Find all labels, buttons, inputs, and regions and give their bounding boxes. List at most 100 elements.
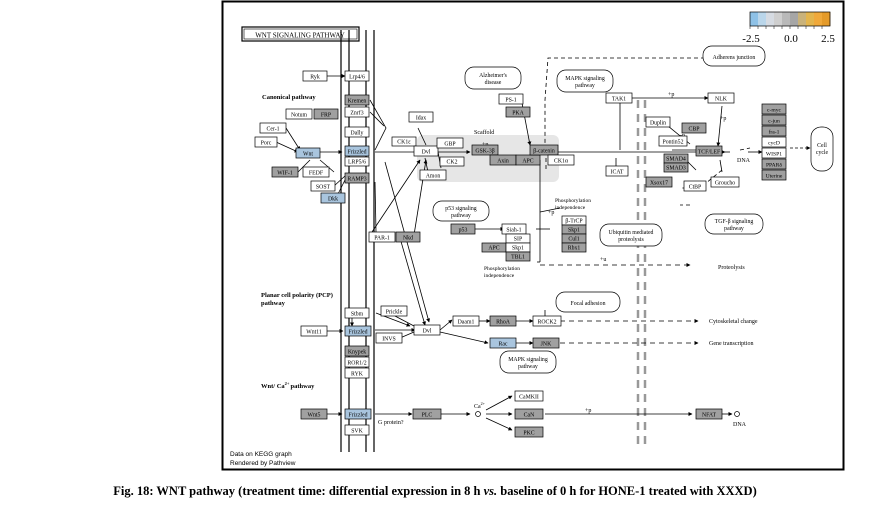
legend-color-cell [822, 12, 831, 26]
node-ramp: RAMP3 [347, 177, 366, 183]
node-rac: Rac [498, 342, 507, 348]
scaffold-label: Scaffold [474, 129, 494, 136]
svg-text:+p: +p [720, 116, 726, 122]
node-apc-2: APC [488, 246, 499, 252]
node-tbl1: TBL1 [511, 255, 525, 261]
node-invs: INVS [382, 337, 396, 343]
node-bcatenin: β-catenin [533, 149, 555, 155]
phos-dep-label-1: Phosphorylation [555, 198, 591, 204]
node-ps1: PS-1 [505, 98, 516, 104]
node-skp1-b: Skp1 [568, 228, 580, 234]
node-gbp: GBP [444, 142, 455, 148]
node-wif1: WIF-1 [277, 171, 293, 177]
node-camkii: CaMKII [519, 395, 539, 401]
node-fedf: FEDF [309, 171, 324, 177]
node-ck1a: CK1α [554, 159, 568, 165]
node-ck2: CK2 [447, 160, 458, 166]
node-lrp56: LRP5/6 [348, 160, 366, 166]
target-gene-box [761, 103, 787, 115]
footer-line-2: Rendered by Pathview [230, 460, 296, 467]
node-frp: FRP [321, 113, 331, 119]
node-frizzled-3: Frizzled [349, 413, 368, 419]
target-gene-label: c-jun [768, 119, 780, 125]
focal-adhesion-label: Focal adhesion [571, 301, 606, 307]
node-tak1: TAK1 [612, 97, 626, 103]
proteolysis-label: Proteolysis [718, 265, 745, 271]
ubiquitin-label-1: Ubiquitin mediated [609, 230, 654, 236]
node-wnt: Wnt [303, 152, 313, 158]
footer-line-1: Data on KEGG graph [230, 451, 292, 458]
node-wnt5: Wnt5 [308, 413, 321, 419]
dna-label-2: DNA [733, 422, 747, 428]
node-xsox17: Xsox17 [650, 181, 668, 187]
phos-dep-label-2: independence [555, 205, 586, 211]
pathway-nodes: Lrp4/6 Ryk Kremen Znrf3 Dally Frizzled L… [254, 45, 834, 438]
node-nlk: NLK [715, 97, 728, 103]
node-pkc: PKC [523, 431, 534, 437]
node-frizzled-2: Frizzled [349, 330, 368, 336]
target-gene-box [761, 158, 787, 170]
mapk-mid-label-2: pathway [518, 364, 538, 370]
tgfb-label-1: TGF-β signaling [715, 219, 754, 225]
dna-label-1: DNA [737, 158, 751, 164]
adherens-junction-label: Adherens junction [713, 55, 756, 61]
alzheimers-label-1: Alzheimer's [479, 73, 508, 79]
node-prickle: Prickle [386, 310, 403, 316]
node-pontin52: Pontin52 [663, 140, 684, 146]
target-gene-label: fra-1 [769, 129, 780, 136]
p53-pathway-label-2: pathway [451, 213, 471, 219]
node-sip: SIP [514, 237, 522, 243]
node-amon: Amon [426, 174, 441, 180]
legend-color-cell [750, 12, 759, 26]
target-gene-box [761, 136, 787, 148]
node-ryk-top: Ryk [310, 75, 320, 81]
legend-color-cell [766, 12, 775, 26]
node-p53: p53 [459, 228, 468, 234]
target-gene-label: cycD [768, 141, 780, 147]
node-ck1e: CK1ε [397, 140, 411, 146]
legend-color-cell [798, 12, 807, 26]
node-gsk3b: GSK-3β [475, 149, 494, 155]
node-dkk: Dkk [328, 197, 338, 203]
node-smad3: SMAD3 [666, 166, 686, 172]
legend-tick-high: 2.5 [821, 33, 835, 45]
legend-color-cell [790, 12, 799, 26]
pcp-label-1: Planar cell polarity (PCP) [261, 292, 333, 299]
mapk-top-label-2: pathway [575, 83, 595, 89]
legend-tick-low: -2.5 [742, 33, 760, 45]
g-protein-label: G protein? [378, 420, 404, 426]
node-frizzled-1: Frizzled [348, 150, 367, 156]
svg-text:+p: +p [548, 210, 554, 216]
node-icat: ICAT [611, 170, 624, 176]
node-wnt11: Wnt11 [306, 330, 322, 336]
node-axin: Axin [497, 159, 509, 165]
nuclear-membrane [636, 100, 647, 445]
node-tcflef: TCF/LEF [698, 150, 721, 156]
color-legend: -2.5 0.0 2.5 [742, 11, 835, 45]
node-btrcp: β-TrCP [565, 219, 582, 225]
node-cbp: CBP [689, 127, 700, 133]
diagram-title: WNT SIGNALING PATHWAY [255, 32, 345, 40]
svg-text:+p: +p [585, 408, 591, 414]
legend-color-cell [774, 12, 783, 26]
node-rbx1: Rbx1 [568, 246, 581, 252]
target-gene-box [761, 114, 787, 126]
phos-ind-label-2: independence [484, 273, 515, 279]
node-ror12: ROR1/2 [347, 361, 366, 367]
node-rock2: ROCK2 [537, 320, 556, 326]
target-gene-label: Uterine [766, 174, 783, 180]
node-idax: Idax [416, 116, 426, 122]
node-lrp46: Lrp4/6 [349, 75, 365, 81]
mapk-top-label-1: MAPK signaling [565, 76, 605, 82]
target-gene-box [761, 147, 787, 159]
node-plc: PLC [422, 413, 433, 419]
phos-ind-label-1: Phosphorylation [484, 266, 520, 272]
node-sost: SOST [316, 185, 331, 191]
legend-color-cell [758, 12, 767, 26]
node-cer1: Cer-1 [266, 127, 279, 133]
tgfb-label-2: pathway [724, 226, 744, 232]
node-ctbp: CtBP [689, 185, 702, 191]
node-nfat: NFAT [702, 413, 717, 419]
